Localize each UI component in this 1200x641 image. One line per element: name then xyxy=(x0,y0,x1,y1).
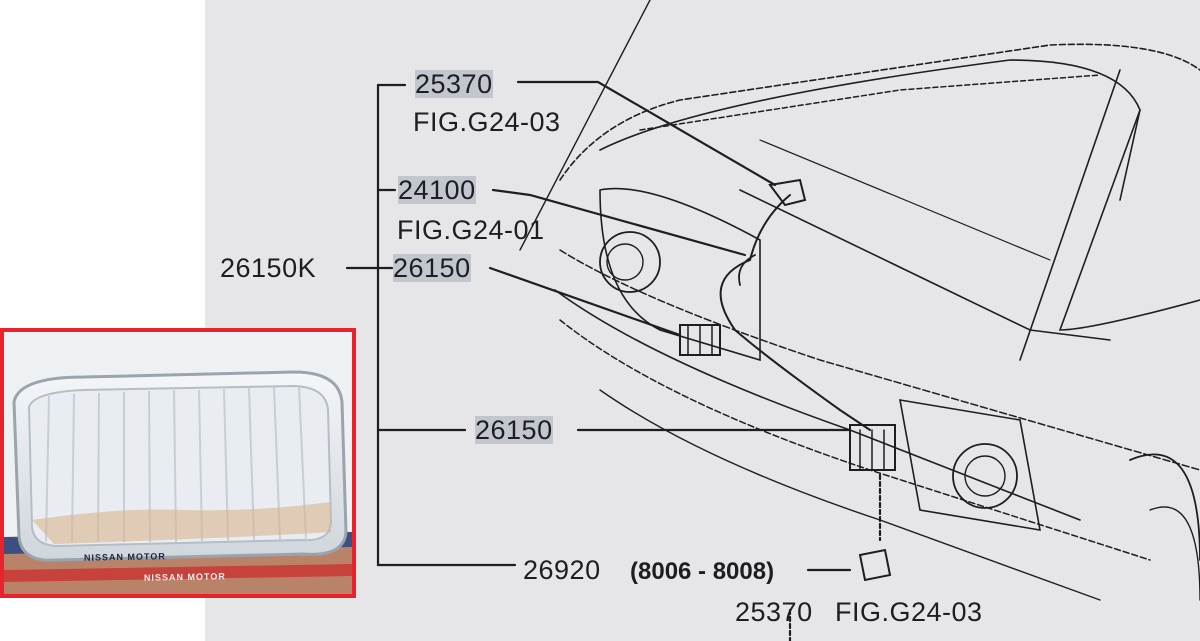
part-number-25370-top: 25370 xyxy=(415,69,493,99)
range-note: (8006 - 8008) xyxy=(630,558,775,585)
part-number-26150-upper: 26150 xyxy=(393,253,471,283)
part-number-26920: 26920 xyxy=(523,555,601,585)
fig-ref-g24-01: FIG.G24-01 xyxy=(397,215,545,245)
fig-ref-g24-03-bottom: FIG.G24-03 xyxy=(835,597,983,627)
vehicle-line-drawing xyxy=(345,0,1200,641)
part-number-26150-lower: 26150 xyxy=(475,415,553,445)
inset-photo: NISSAN MOTOR NISSAN MOTOR xyxy=(0,328,356,598)
part-number-25370-bottom: 25370 xyxy=(735,597,813,627)
parts-diagram: 25370 FIG.G24-03 24100 FIG.G24-01 26150K… xyxy=(205,0,1200,641)
box-print-2: NISSAN MOTOR xyxy=(143,571,226,583)
headlight-lens-photo xyxy=(4,332,352,594)
box-print-1: NISSAN MOTOR xyxy=(83,551,166,563)
part-number-26150k: 26150K xyxy=(220,253,317,283)
part-number-24100: 24100 xyxy=(398,175,476,205)
fig-ref-g24-03-top: FIG.G24-03 xyxy=(413,107,561,137)
